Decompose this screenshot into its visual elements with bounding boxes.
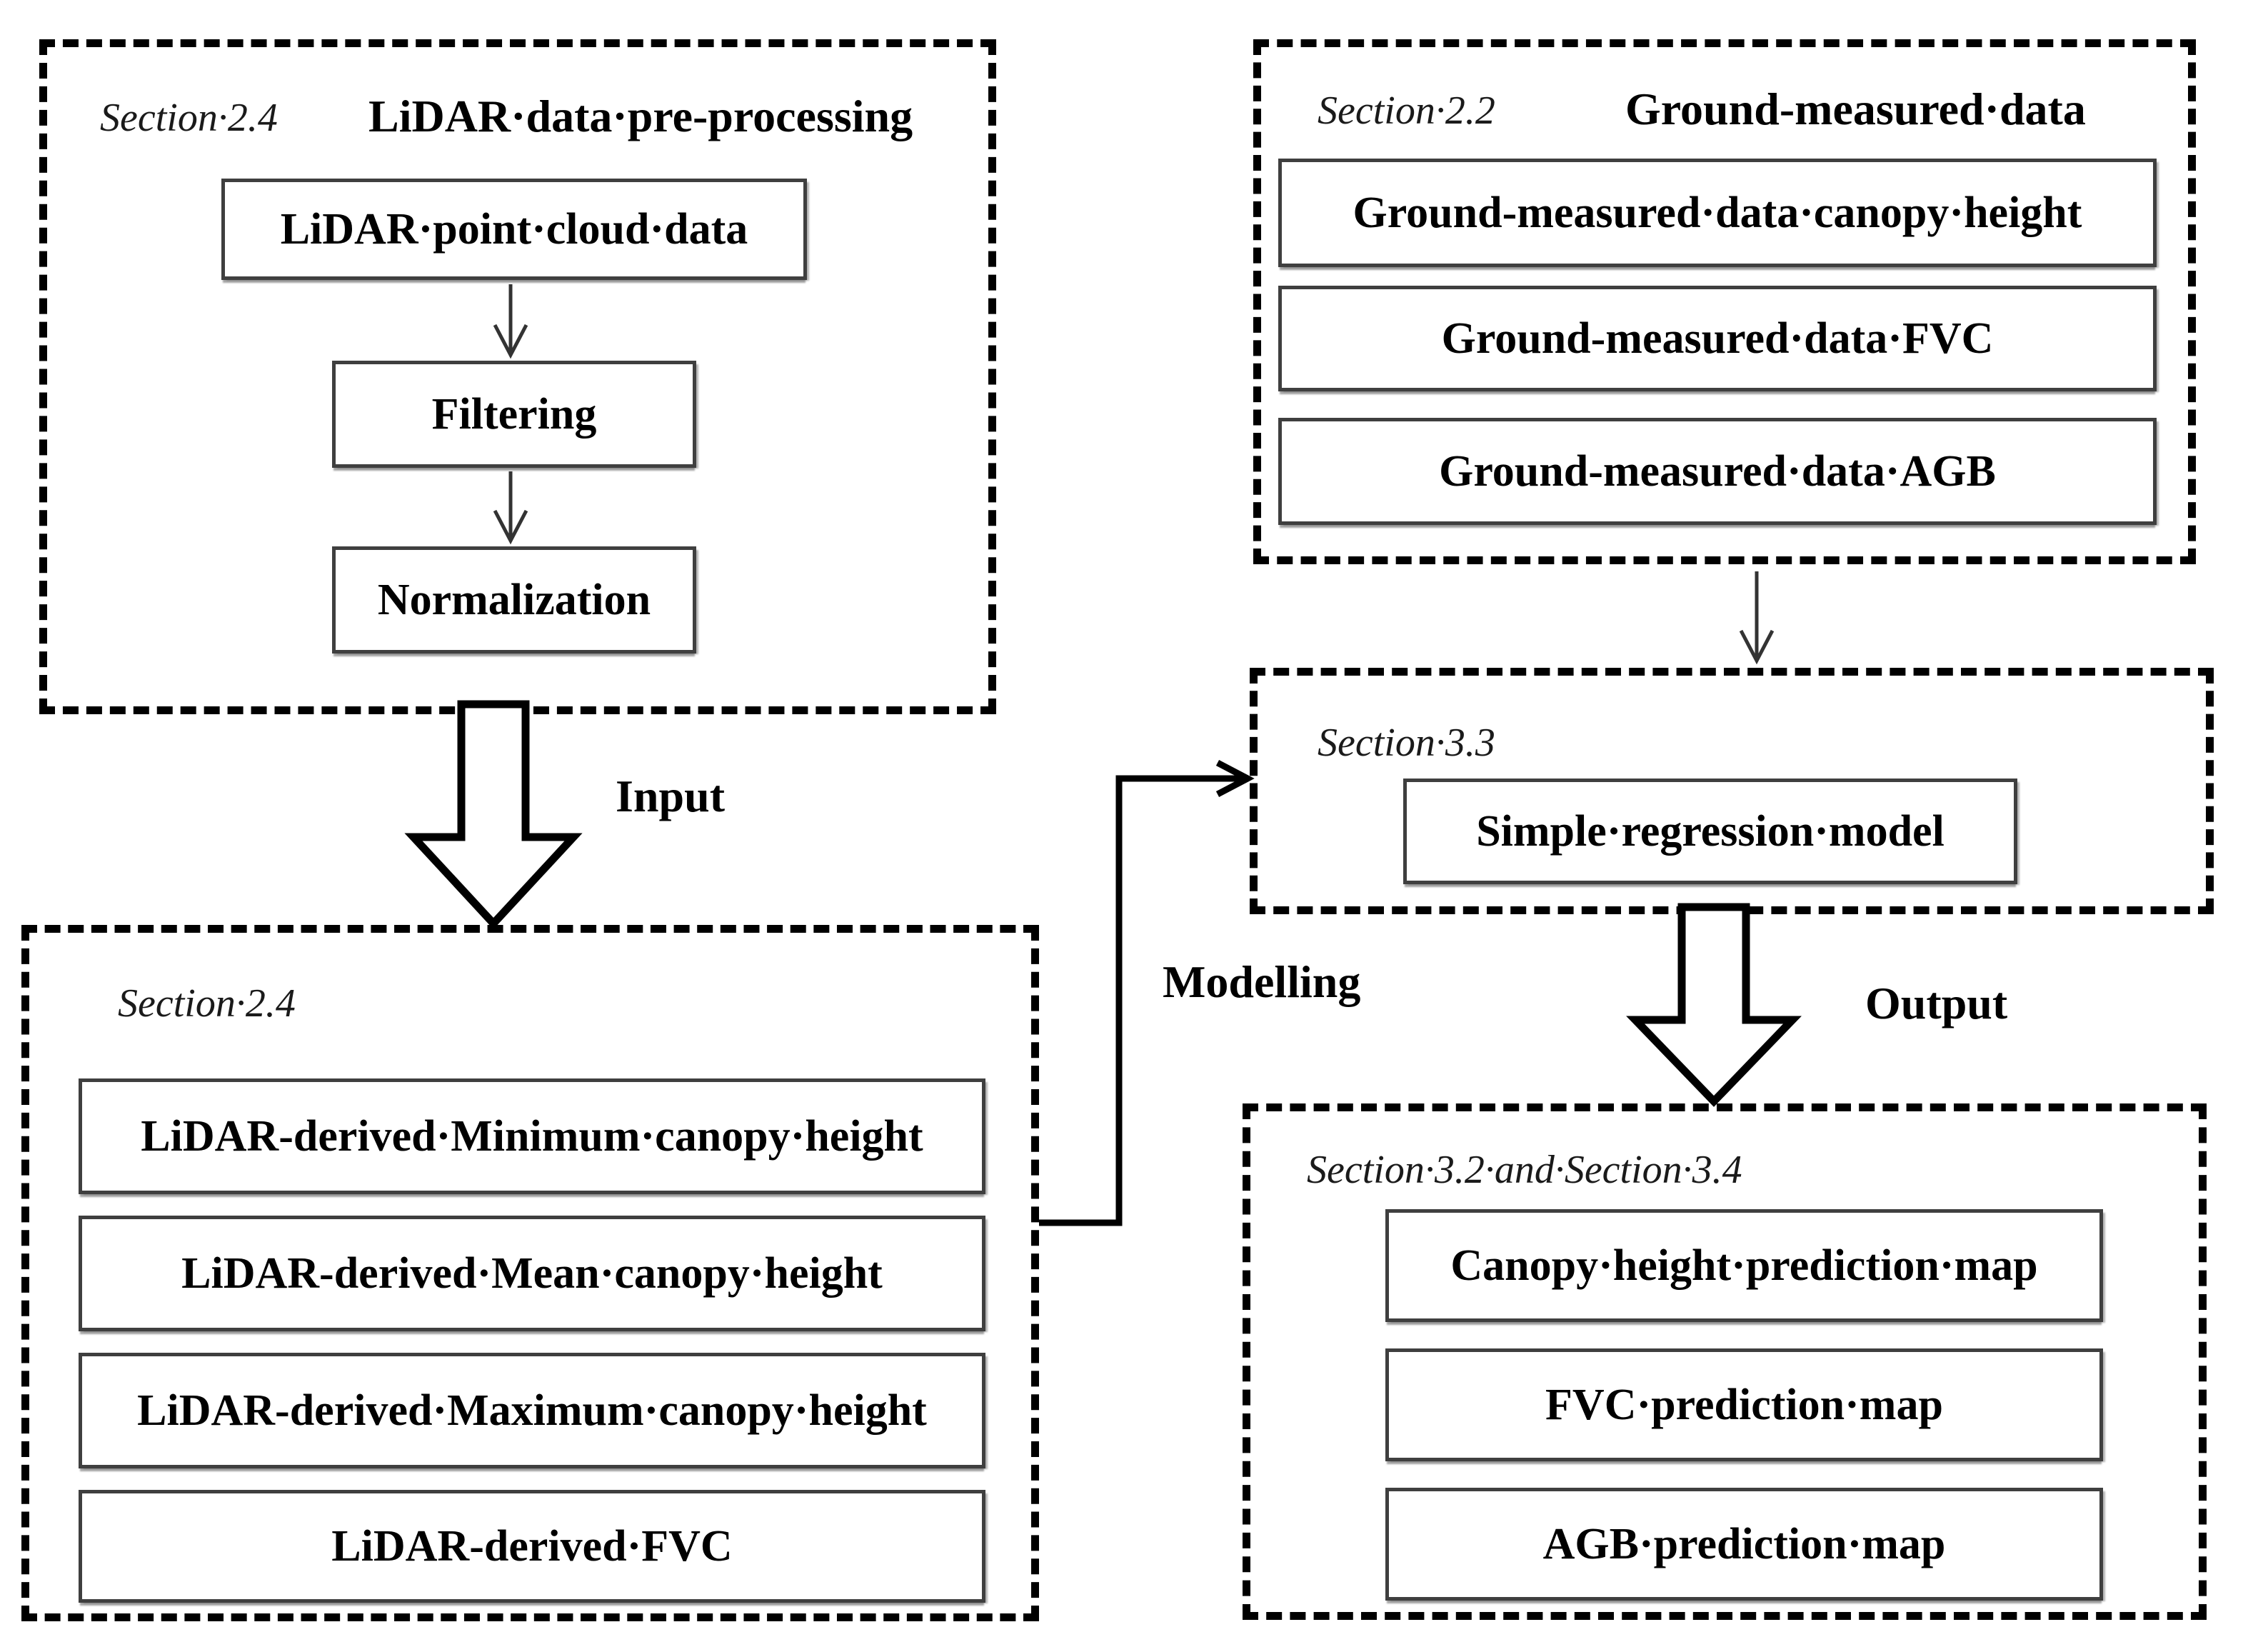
group-ground-measured: Section·2.2 Ground-measured·data Ground-… xyxy=(1253,39,2196,564)
node-ground-measured-agb: Ground-measured·data·AGB xyxy=(1278,418,2157,525)
group-lidar-derived: Section·2.4 LiDAR-derived·Minimum·canopy… xyxy=(21,925,1039,1621)
group-prediction-maps: Section·3.2·and·Section·3.4 Canopy·heigh… xyxy=(1243,1103,2207,1620)
node-lidar-minimum-canopy-height: LiDAR-derived·Minimum·canopy·height xyxy=(79,1078,985,1194)
group-lidar-preprocessing: Section·2.4 LiDAR·data·pre-processing Li… xyxy=(39,39,996,714)
group-title-preprocessing: LiDAR·data·pre-processing xyxy=(368,91,913,141)
block-arrow-down-input xyxy=(404,700,583,930)
node-simple-regression-model: Simple·regression·model xyxy=(1403,779,2017,884)
flow-label-output: Output xyxy=(1865,978,2008,1028)
flow-label-modelling: Modelling xyxy=(1163,956,1361,1007)
group-title-ground-measured: Ground-measured·data xyxy=(1625,84,2086,134)
node-agb-prediction-map: AGB·prediction·map xyxy=(1385,1488,2103,1601)
node-lidar-point-cloud-data: LiDAR·point·cloud·data xyxy=(221,179,807,280)
section-label-prediction-maps: Section·3.2·and·Section·3.4 xyxy=(1307,1148,1742,1192)
node-ground-measured-fvc: Ground-measured·data·FVC xyxy=(1278,286,2157,391)
group-regression-model: Section·3.3 Simple·regression·model xyxy=(1250,668,2214,914)
node-ground-measured-canopy-height: Ground-measured·data·canopy·height xyxy=(1278,159,2157,267)
node-lidar-derived-fvc: LiDAR-derived·FVC xyxy=(79,1490,985,1603)
section-label-regression: Section·3.3 xyxy=(1318,721,1495,765)
flow-label-input: Input xyxy=(616,771,725,821)
node-fvc-prediction-map: FVC·prediction·map xyxy=(1385,1348,2103,1461)
node-filtering: Filtering xyxy=(332,361,696,468)
node-lidar-maximum-canopy-height: LiDAR-derived·Maximum·canopy·height xyxy=(79,1353,985,1468)
arrow-down-icon-ground-to-regression xyxy=(1739,571,1775,665)
block-arrow-down-output xyxy=(1626,903,1802,1107)
node-normalization: Normalization xyxy=(332,546,696,654)
node-canopy-height-prediction-map: Canopy·height·prediction·map xyxy=(1385,1209,2103,1322)
section-label-preprocessing: Section·2.4 xyxy=(100,96,278,140)
node-lidar-mean-canopy-height: LiDAR-derived·Mean·canopy·height xyxy=(79,1216,985,1331)
section-label-lidar-derived: Section·2.4 xyxy=(118,981,296,1026)
section-label-ground-measured: Section·2.2 xyxy=(1318,89,1495,133)
